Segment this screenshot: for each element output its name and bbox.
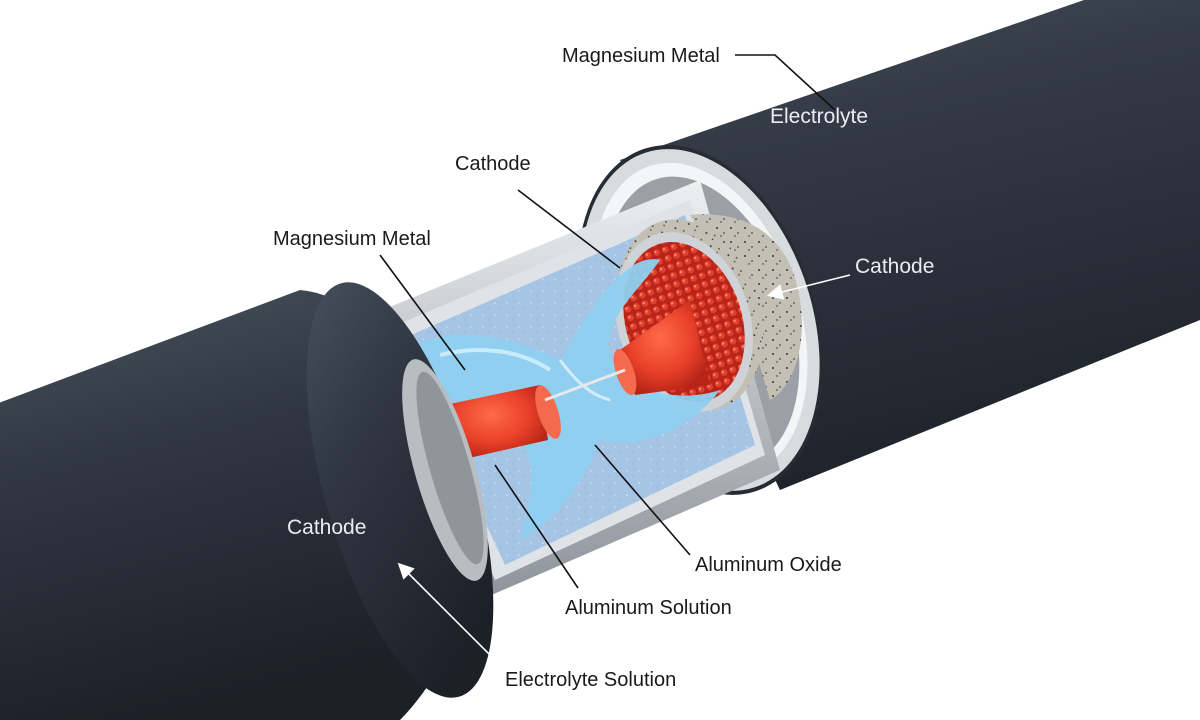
left-tube-casing <box>0 282 494 720</box>
leader-cathode-right <box>766 274 851 300</box>
leader-aluminum-oxide <box>594 444 691 556</box>
label-cathode-upper: Cathode <box>455 153 531 175</box>
leader-cathode-upper <box>517 189 621 269</box>
leader-lines-white <box>397 274 851 666</box>
label-electrolyte-solution: Electrolyte Solution <box>505 669 677 691</box>
label-aluminum-oxide: Aluminum Oxide <box>695 554 842 576</box>
left-tube-rim <box>402 359 488 581</box>
label-electrolyte: Electrolyte <box>770 105 869 128</box>
leader-aluminum-solution <box>494 464 579 589</box>
molten-core <box>445 300 710 460</box>
label-aluminum-solution: Aluminum Solution <box>565 597 732 619</box>
label-cathode-left-tube: Cathode <box>287 516 367 539</box>
label-cathode-right: Cathode <box>855 255 935 278</box>
leader-electrolyte-solution <box>397 562 501 666</box>
leader-magnesium-left <box>379 254 466 371</box>
leader-magnesium-top <box>735 54 836 111</box>
label-magnesium-metal-left: Magnesium Metal <box>273 228 431 250</box>
label-magnesium-metal-top: Magnesium Metal <box>562 45 720 67</box>
leader-lines <box>379 54 836 589</box>
